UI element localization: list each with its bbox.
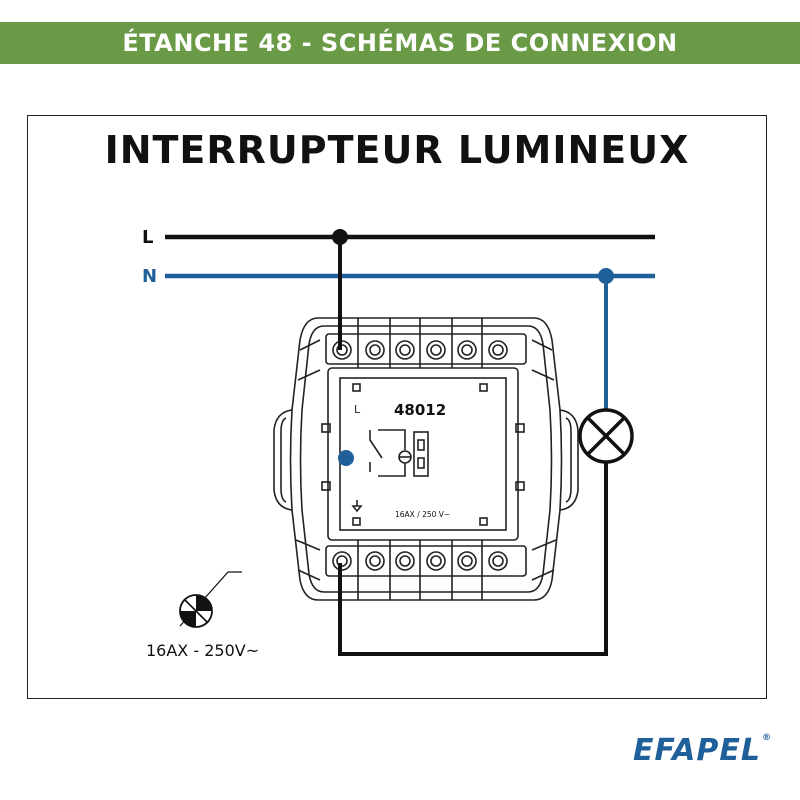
brand-name: EFAPEL [633, 733, 761, 768]
header-banner: ÉTANCHE 48 - SCHÉMAS DE CONNEXION [0, 22, 800, 64]
neutral-label: N [142, 266, 157, 287]
diagram-frame [27, 115, 767, 699]
lamp-icon [578, 408, 634, 464]
header-title: ÉTANCHE 48 - SCHÉMAS DE CONNEXION [122, 29, 678, 57]
device-model: 48012 [394, 401, 446, 419]
indicator-led [338, 450, 354, 466]
switch-device [273, 317, 579, 601]
rating-symbol-icon [179, 571, 242, 628]
switch-to-lamp-wire [338, 462, 608, 656]
device-terminal-label: L [354, 403, 361, 416]
line-label: L [142, 227, 153, 248]
device-rating: 16AX / 250 V~ [395, 510, 450, 519]
rating-label: 16AX - 250V~ [146, 641, 259, 660]
efapel-logo: EFAPEL® [633, 733, 772, 768]
diagram-title: INTERRUPTEUR LUMINEUX [104, 128, 690, 172]
brand-mark: ® [761, 733, 772, 743]
